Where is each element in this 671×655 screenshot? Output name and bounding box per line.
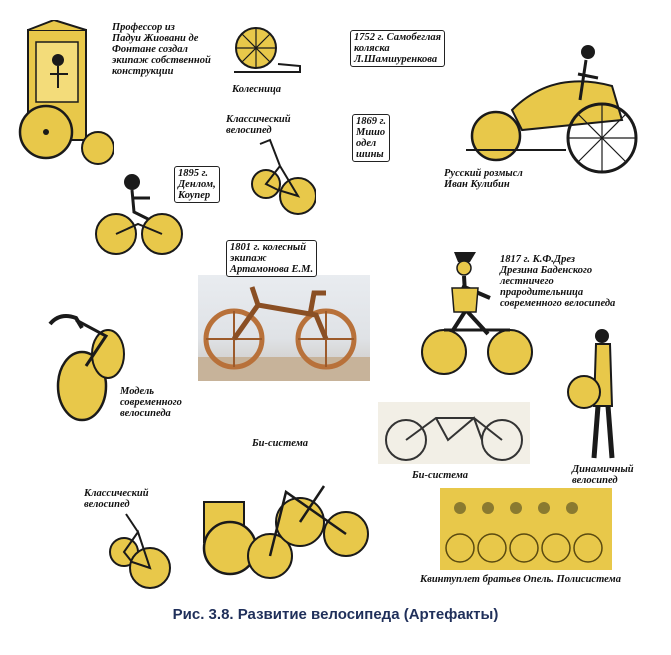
- drez-draisine-illustration: [421, 252, 533, 375]
- figure-caption: Рис. 3.8. Развитие велосипеда (Артефакты…: [172, 606, 499, 623]
- label-opel-quintuplet: Квинтуплет братьев Опель. Полисистема: [420, 574, 621, 585]
- dynamic-bicycle-illustration: [567, 329, 615, 459]
- label-kulibin: Русский розмысл Иван Кулибин: [444, 168, 523, 190]
- bisystem-vehicle-illustration: [202, 485, 369, 579]
- tandem-bicycle-illustration: [378, 402, 530, 464]
- kulibin-carriage-illustration: [466, 45, 638, 174]
- dunlop-bicycle-illustration: [95, 174, 183, 255]
- classic-bicycle-illustration: [251, 138, 316, 215]
- label-kolesnitsa: Колесница: [232, 84, 282, 95]
- label-fontana: Профессор из Падуи Жиовани де Фонтане со…: [112, 22, 211, 77]
- label-dunlop: 1895 г. Денлом, Коупер: [174, 166, 220, 203]
- classic-bicycle-illustration-2: [109, 513, 171, 589]
- artamonov-bicycle-photo: [198, 275, 370, 381]
- label-artamonov: 1801 г. колесный экипаж Артамонова Е.М.: [226, 240, 318, 277]
- label-classic-bicycle-2: Классический велосипед: [84, 488, 149, 510]
- modern-bicycle-illustration: [48, 314, 125, 422]
- label-misho: 1869 г. Мишо одел шины: [352, 114, 390, 162]
- label-drez: 1817 г. К.Ф.Дрез Дрезина Баденского лест…: [500, 254, 616, 309]
- label-classic-bicycle-1: Классический велосипед: [226, 114, 291, 136]
- label-shamshurenkov: 1752 г. Самобеглая коляска Л.Шамшуренков…: [350, 30, 446, 67]
- label-modern-bicycle: Модель современного велосипеда: [120, 386, 182, 419]
- fontana-carriage-illustration: [18, 20, 114, 165]
- chariot-illustration: [234, 27, 301, 73]
- label-bisystem-right: Би-система: [412, 470, 469, 481]
- label-bisystem-top: Би-система: [252, 438, 309, 449]
- label-dynamic-bicycle: Динамичный велосипед: [572, 464, 634, 486]
- opel-quintuplet-illustration: [440, 488, 612, 570]
